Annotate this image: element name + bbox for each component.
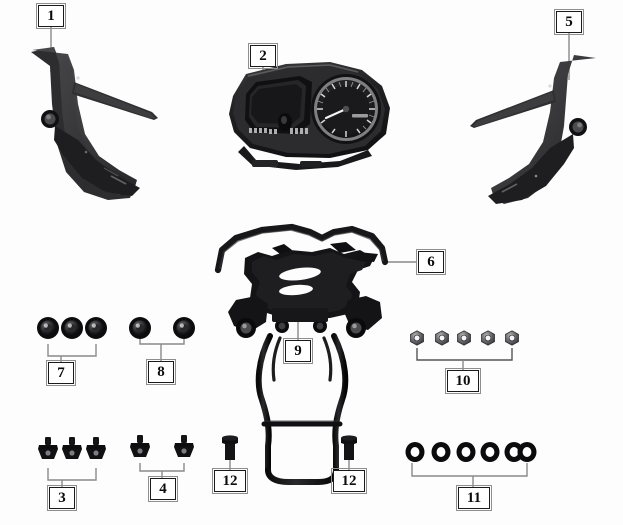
hardware-group-7 bbox=[37, 317, 107, 339]
part-meter-mounting-bracket bbox=[228, 242, 382, 485]
callout-8[interactable]: 8 bbox=[146, 359, 176, 385]
callout-2[interactable]: 2 bbox=[248, 43, 278, 69]
callout-4[interactable]: 4 bbox=[148, 476, 178, 502]
callout-1[interactable]: 1 bbox=[36, 3, 66, 29]
part-left-side-cowl-panel bbox=[31, 47, 158, 200]
hardware-group-3 bbox=[38, 437, 106, 459]
callout-12-left[interactable]: 12 bbox=[212, 468, 248, 494]
hardware-group-10 bbox=[410, 330, 519, 346]
callout-5[interactable]: 5 bbox=[554, 9, 584, 35]
callout-9[interactable]: 9 bbox=[283, 338, 313, 364]
part-instrument-cluster-speedometer bbox=[229, 62, 390, 170]
hardware-group-11 bbox=[405, 442, 537, 462]
callout-10[interactable]: 10 bbox=[445, 368, 481, 394]
hardware-group-8 bbox=[129, 317, 195, 339]
hardware-group-12 bbox=[222, 435, 357, 460]
callout-3[interactable]: 3 bbox=[47, 485, 77, 511]
part-upper-trim-strip-seal bbox=[214, 223, 389, 274]
callout-11[interactable]: 11 bbox=[456, 485, 492, 511]
callout-6[interactable]: 6 bbox=[416, 249, 446, 275]
callout-12-right[interactable]: 12 bbox=[331, 468, 367, 494]
callout-7[interactable]: 7 bbox=[46, 360, 76, 386]
hardware-group-4 bbox=[130, 435, 194, 457]
part-right-side-cowl-panel bbox=[470, 55, 596, 204]
